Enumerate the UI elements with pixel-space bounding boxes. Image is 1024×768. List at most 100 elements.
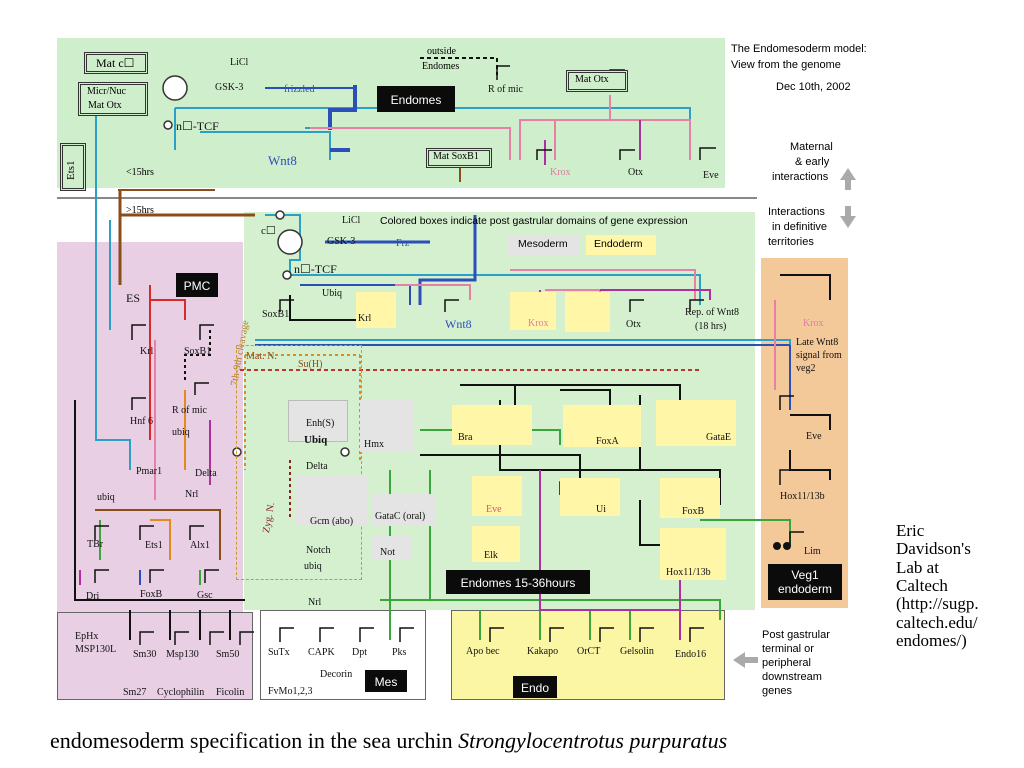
endo-apobec: Apo bec [466,646,500,657]
notch-dashed-box [236,345,362,580]
ui-box [560,478,620,516]
time-divider [57,197,757,199]
enh-box [288,400,348,442]
time-late-label: >15hrs [126,205,154,216]
notch-ubiq: Ubiq [304,434,328,446]
mid-krl-box [356,292,396,328]
veg1-label-line1: Veg1 [791,568,819,582]
pmc-nrl: Nrl [185,489,199,500]
outside-endomes-1: outside [427,46,456,57]
mid-krl: Krl [358,313,372,324]
legend-terminal-2: terminal or [762,643,814,655]
top-licl: LiCl [230,57,249,68]
gcm-box [296,476,368,526]
endo-hmx: Hmx [364,439,384,450]
notch-delta: Delta [306,461,328,472]
title-line1: The Endomesoderm model: [731,43,867,55]
mat-soxb1-box [426,148,492,168]
endo-ui: Ui [596,504,606,515]
top-otx: Otx [628,167,643,178]
mid-rep-wnt8-2: (18 hrs) [695,321,727,332]
mes-fvmo: FvMo1,2,3 [268,686,313,697]
top-wnt8: Wnt8 [268,153,297,168]
veg1-hox: Hox11/13b [780,491,825,502]
endoderm-key [586,235,656,255]
mes-label: Mes [365,670,407,692]
mid-krox: Krox [528,318,549,329]
notch-gatac: GataC (oral) [375,511,426,522]
endomes-late-label: Endomes 15-36hours [446,570,590,594]
title-date: Dec 10th, 2002 [776,81,851,93]
ets1-box [60,143,86,191]
notch-enh: Enh(S) [306,418,335,429]
micr-label-2: Mat Otx [88,100,122,111]
foxa-box [563,405,641,447]
hmx-box [360,400,414,452]
mes-pks: Pks [392,647,407,658]
endo-bra: Bra [458,432,473,443]
mes-dpt: Dpt [352,647,367,658]
mat-soxb1-label: Mat SoxB1 [433,151,479,162]
skeletal-ephx-1: EpHx [75,631,99,642]
top-frizzled: frizzled [284,84,315,95]
veg1-late-1: Late Wnt8 [796,337,839,348]
endo-eve: Eve [486,504,502,515]
pmc-es: ES [126,291,141,305]
mes-decorin: Decorin [320,669,353,680]
mid-wnt8: Wnt8 [445,317,472,331]
mat-otx-label: Mat Otx [575,74,609,85]
caption-text: endomesoderm specification in the sea ur… [50,728,459,753]
veg1-late-2: signal from [796,350,842,361]
skeletal-box [57,612,253,700]
pmc-r-of-mic: R of mic [172,405,207,416]
veg1-eve: Eve [806,431,822,442]
pmc-krl: Krl [140,346,154,357]
veg1-krox: Krox [803,318,824,329]
mes-capk: CAPK [308,647,335,658]
mes-sutx: SuTx [268,647,290,658]
mid-rep-wnt8-1: Rep. of Wnt8 [685,307,739,318]
caption-species: Strongylocentrotus purpuratus [458,728,728,753]
legend-definitive-3: territories [768,236,814,248]
endomes-top-label: Endomes [377,86,455,112]
top-tcf: n☐-TCF [176,119,219,133]
mat-c-label: Mat c☐ [96,56,135,70]
top-krox: Krox [550,167,571,178]
micr-box [78,82,148,116]
notch-matn: Mat. N. [246,351,277,362]
pmc-soxb1: SoxB1 [184,346,212,357]
notch-ubiq2: ubiq [304,561,322,572]
hox-box [660,528,726,580]
notch-nrl: Nrl [308,597,322,608]
time-early-label: <15hrs [126,167,154,178]
veg1-label-line2: endoderm [777,582,833,597]
notch-notch: Notch [306,545,331,556]
legend-maternal-1: Maternal [790,141,833,153]
mat-otx-box [566,70,628,92]
skeletal-cyclophilin: Cyclophilin [157,687,205,698]
credit-text: Eric Davidson's Lab at Caltech (http://s… [896,521,979,651]
mid-otx-box [565,292,610,332]
top-gsk3: GSK-3 [215,82,244,93]
mid-ubiq: Ubiq [322,288,342,299]
legend-definitive-1: Interactions [768,206,825,218]
mesoderm-key-label: Mesoderm [518,238,568,250]
pmc-dri: Dri [86,591,100,602]
mesoderm-key [508,235,580,255]
mid-frz: Frz [396,238,410,249]
veg1-lim: Lim [804,546,821,557]
outside-endomes-2: Endomes [422,61,460,72]
endoderm-key-label: Endoderm [594,238,643,250]
maternal-region [57,38,725,188]
pmc-ubiq2: ubiq [97,492,115,503]
legend-terminal-5: genes [762,685,792,697]
ets1-label: Ets1 [65,160,77,180]
endo-foxb: FoxB [682,506,705,517]
skeletal-sm30: Sm30 [133,649,157,660]
pmc-tbr: TBr [87,539,104,550]
not-box [372,536,412,560]
endo-gelsolin: Gelsolin [620,646,654,657]
pmc-hnf6: Hnf 6 [130,416,154,427]
endo-endo16: Endo16 [675,649,707,660]
